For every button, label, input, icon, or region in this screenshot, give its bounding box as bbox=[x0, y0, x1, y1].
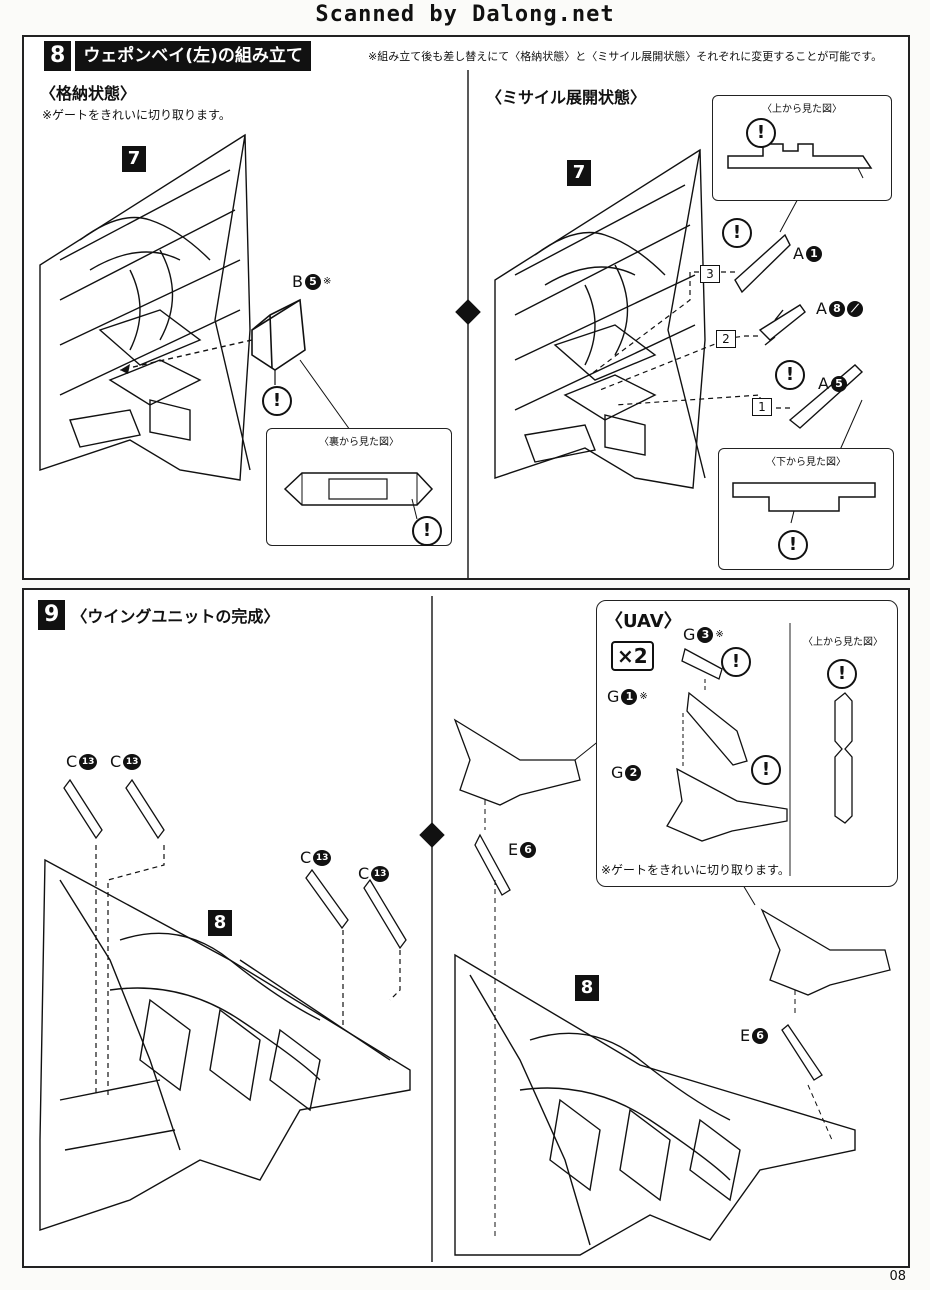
part-c13-letter: C bbox=[110, 752, 122, 771]
caution-icon: ! bbox=[722, 218, 752, 248]
caution-icon: ! bbox=[751, 755, 781, 785]
uav-title: 〈UAV〉 bbox=[605, 611, 682, 632]
step9-title: 〈ウイングユニットの完成〉 bbox=[71, 607, 280, 626]
order-2-square: 2 bbox=[716, 330, 736, 348]
part-c13-number: 13 bbox=[371, 865, 390, 882]
part-g1: G 1 ※ bbox=[607, 687, 648, 706]
part-e6-number: 6 bbox=[520, 841, 537, 858]
part-b5-letter: B bbox=[292, 272, 303, 291]
part-g2-number: 2 bbox=[625, 764, 642, 781]
deployed-heading: 〈ミサイル展開状態〉 bbox=[486, 88, 647, 107]
part-c13: C 13 bbox=[358, 864, 390, 883]
caution-icon: ! bbox=[721, 647, 751, 677]
part-a8: A 8 ⟋ bbox=[816, 299, 863, 318]
back-view-caption: 〈裏から見た図〉 bbox=[319, 437, 399, 448]
order-3-square: 3 bbox=[700, 265, 720, 283]
part-a8-number: 8 bbox=[828, 300, 845, 317]
part-e6-letter: E bbox=[508, 840, 519, 859]
deployed-top-view-box: 〈上から見た図〉 bbox=[712, 95, 892, 201]
part-c13-number: 13 bbox=[79, 753, 98, 770]
ref-tag-8-right: 8 bbox=[575, 975, 599, 1001]
part-g3-mark: ※ bbox=[715, 629, 724, 640]
uav-top-view-caption: 〈上から見た図〉 bbox=[803, 637, 883, 648]
part-c13-letter: C bbox=[66, 752, 78, 771]
part-g3-letter: G bbox=[683, 625, 696, 644]
deployed-bottom-view-box: 〈下から見た図〉 bbox=[718, 448, 894, 570]
stowed-back-view-box: 〈裏から見た図〉 bbox=[266, 428, 452, 546]
part-b5: B 5 ※ bbox=[292, 272, 331, 291]
part-a1: A 1 bbox=[793, 244, 822, 263]
part-g2-letter: G bbox=[611, 763, 624, 782]
part-e6: E 6 bbox=[740, 1026, 769, 1045]
part-c13: C 13 bbox=[110, 752, 142, 771]
top-view-caption: 〈上から見た図〉 bbox=[762, 104, 842, 115]
top-view-drawing bbox=[727, 143, 873, 179]
gate-note: ※ゲートをきれいに切り取ります。 bbox=[42, 108, 231, 122]
part-c13-letter: C bbox=[358, 864, 370, 883]
ref-tag-8-left: 8 bbox=[208, 910, 232, 936]
caution-icon: ! bbox=[778, 530, 808, 560]
part-g2: G 2 bbox=[611, 763, 642, 782]
part-c13-letter: C bbox=[300, 848, 312, 867]
stowed-heading: 〈格納状態〉 bbox=[40, 84, 137, 103]
order-1-square: 1 bbox=[752, 398, 772, 416]
bottom-view-caption: 〈下から見た図〉 bbox=[766, 457, 846, 468]
step8-header: 8 ウェポンベイ(左)の組み立て bbox=[44, 41, 311, 71]
uav-parts-drawing bbox=[666, 623, 853, 876]
part-c13-number: 13 bbox=[313, 849, 332, 866]
part-a5-letter: A bbox=[818, 374, 829, 393]
uav-box: 〈UAV〉 ×2 G 3 ※ G 1 ※ G 2 〈上から見た図〉 ※ゲートをき… bbox=[596, 600, 898, 887]
part-e6-number: 6 bbox=[752, 1027, 769, 1044]
part-c13: C 13 bbox=[300, 848, 332, 867]
caution-icon: ! bbox=[746, 118, 776, 148]
caution-icon: ! bbox=[412, 516, 442, 546]
part-a8-letter: A bbox=[816, 299, 827, 318]
part-a1-number: 1 bbox=[805, 245, 822, 262]
bottom-view-drawing bbox=[732, 482, 876, 524]
slash-disc-icon: ⟋ bbox=[846, 300, 863, 317]
part-e6-letter: E bbox=[740, 1026, 751, 1045]
part-a5-number: 5 bbox=[830, 375, 847, 392]
part-c13-number: 13 bbox=[123, 753, 142, 770]
part-b5-mark: ※ bbox=[322, 276, 332, 287]
part-g3: G 3 ※ bbox=[683, 625, 724, 644]
part-g1-mark: ※ bbox=[639, 691, 648, 702]
step9-number: 9 bbox=[38, 600, 66, 630]
step8-title: ウェポンベイ(左)の組み立て bbox=[75, 41, 311, 71]
page-number: 08 bbox=[889, 1269, 906, 1284]
part-e6: E 6 bbox=[508, 840, 537, 859]
step8-number: 8 bbox=[44, 41, 72, 71]
part-b5-number: 5 bbox=[304, 273, 321, 290]
caution-icon: ! bbox=[775, 360, 805, 390]
part-g1-number: 1 bbox=[621, 688, 638, 705]
part-a1-letter: A bbox=[793, 244, 804, 263]
part-g1-letter: G bbox=[607, 687, 620, 706]
ref-tag-7-deployed: 7 bbox=[567, 160, 591, 186]
uav-multiplier: ×2 bbox=[611, 641, 654, 671]
step8-note: ※組み立て後も差し替えにて〈格納状態〉と〈ミサイル展開状態〉それぞれに変更するこ… bbox=[368, 50, 883, 63]
ref-tag-7-stowed: 7 bbox=[122, 146, 146, 172]
step9-header: 9 〈ウイングユニットの完成〉 bbox=[38, 600, 279, 630]
part-g3-number: 3 bbox=[697, 626, 714, 643]
caution-icon: ! bbox=[827, 659, 857, 689]
back-view-drawing bbox=[283, 472, 434, 520]
uav-gate-note: ※ゲートをきれいに切り取ります。 bbox=[601, 863, 790, 877]
part-a5: A 5 bbox=[818, 374, 847, 393]
caution-icon: ! bbox=[262, 386, 292, 416]
part-c13: C 13 bbox=[66, 752, 98, 771]
watermark: Scanned by Dalong.net bbox=[315, 2, 615, 27]
